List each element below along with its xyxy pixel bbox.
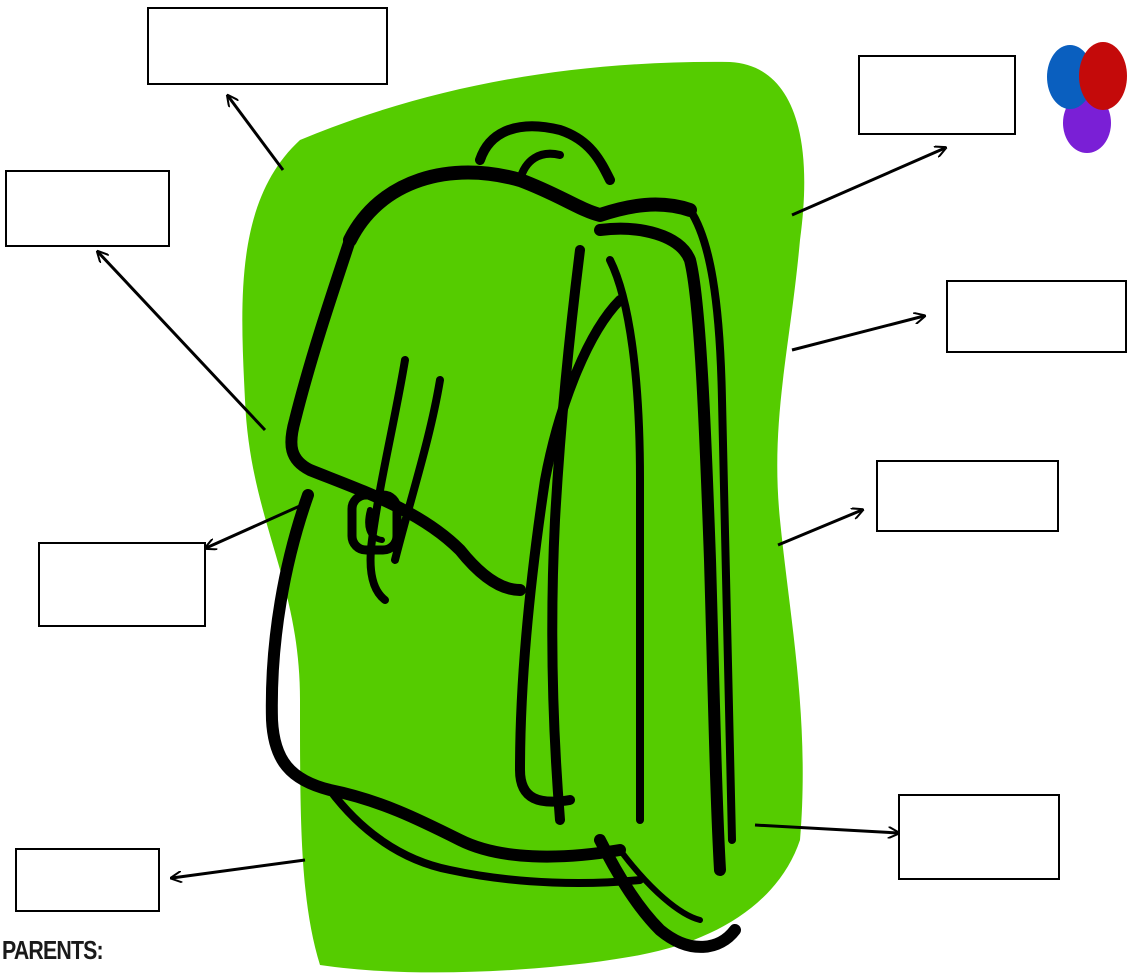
color-dots-icon (1047, 42, 1127, 153)
arrow-right-top (792, 148, 945, 215)
arrow-right-3 (778, 510, 862, 545)
arrow-left-upper (98, 252, 265, 430)
arrow-right-2 (792, 316, 924, 350)
label-box-right-3[interactable] (876, 460, 1059, 532)
label-box-left-mid[interactable] (38, 542, 206, 627)
label-box-right-2[interactable] (946, 280, 1127, 353)
label-box-right-top[interactable] (858, 55, 1016, 135)
label-box-left-upper[interactable] (5, 170, 170, 247)
arrow-left-bottom (172, 860, 305, 878)
label-box-left-bottom[interactable] (15, 848, 160, 912)
label-box-right-bottom[interactable] (898, 794, 1060, 880)
parents-label: PARENTS: (2, 935, 103, 966)
arrow-top (228, 96, 283, 170)
label-box-top[interactable] (147, 7, 388, 85)
